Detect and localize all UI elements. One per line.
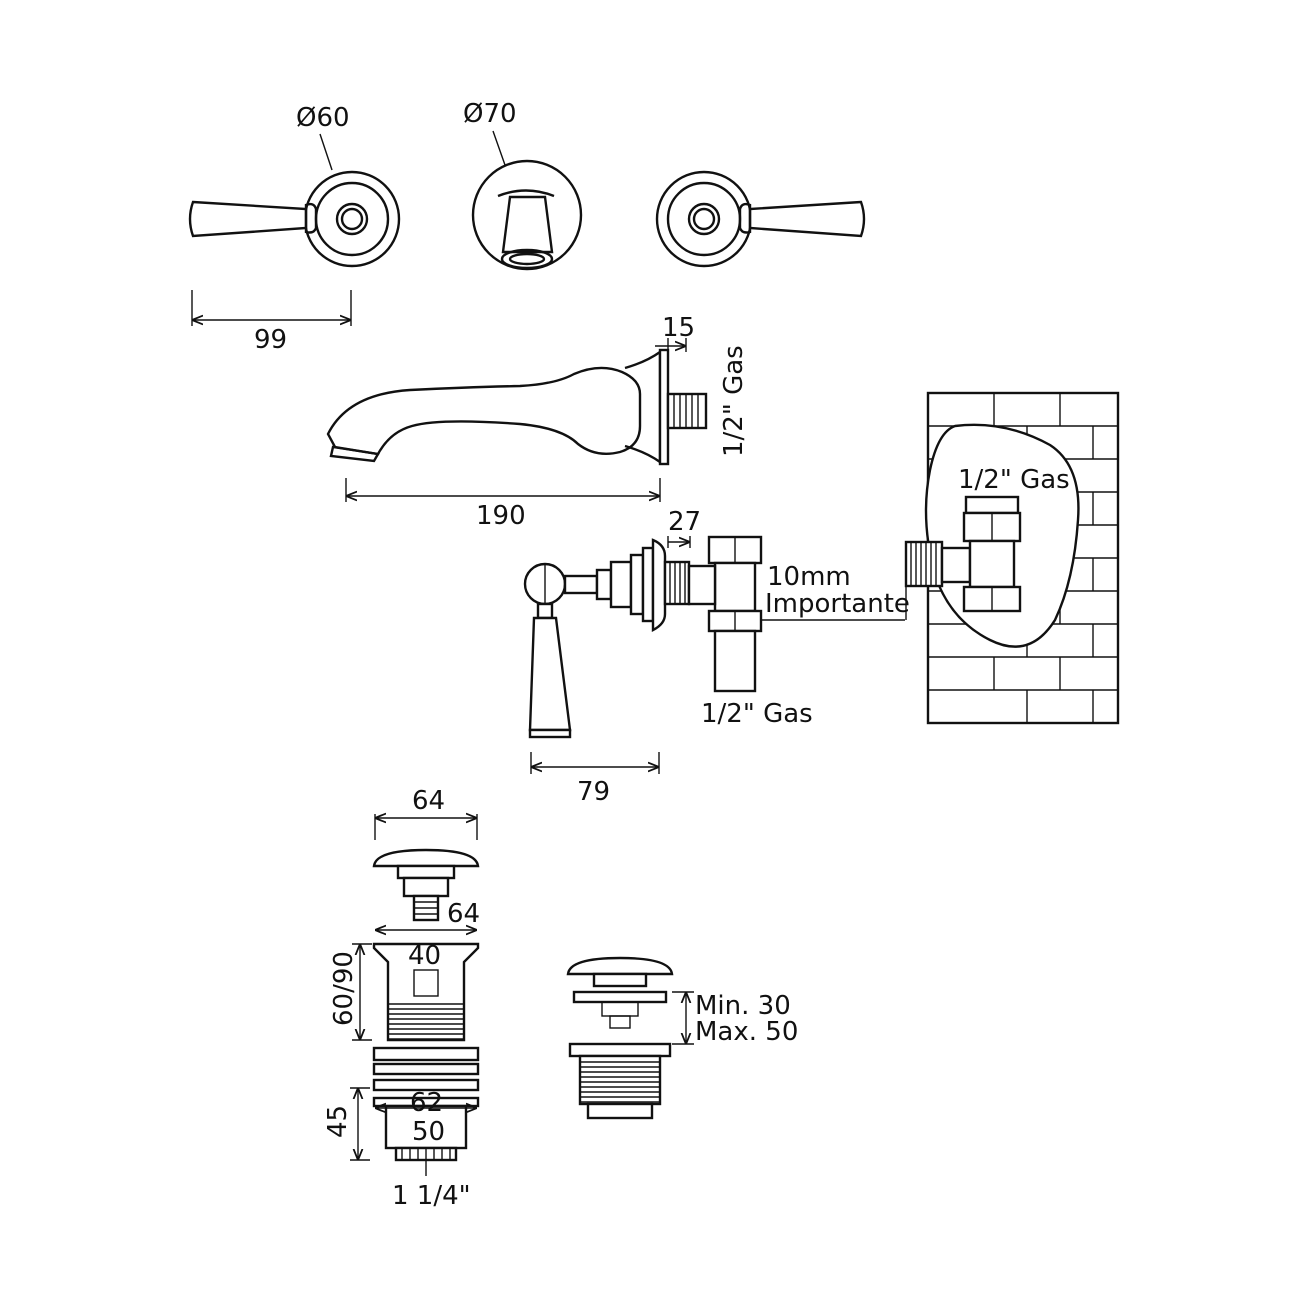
dim-spout-flange-label: 15 bbox=[662, 313, 695, 343]
right-handle-top-view bbox=[655, 170, 866, 268]
dim-cap-label: 64 bbox=[412, 786, 445, 816]
dim-10mm-label: 10mm bbox=[767, 562, 851, 592]
valve-thread-bottom-label: 1/2" Gas bbox=[701, 699, 813, 729]
dim-spout-length bbox=[345, 478, 661, 502]
min-label: Min. 30 bbox=[695, 991, 791, 1021]
dim-leader-handle-diameter bbox=[319, 133, 333, 171]
dim-nut-label: 62 bbox=[410, 1088, 443, 1118]
dim-nut-height-label: 45 bbox=[323, 1105, 353, 1138]
wall-thread-label: 1/2" Gas bbox=[958, 465, 1070, 495]
dim-spout-diameter-label: Ø70 bbox=[463, 99, 517, 129]
dim-nut-inner-label: 50 bbox=[412, 1117, 445, 1147]
dim-handle-diameter-label: Ø60 bbox=[296, 103, 350, 133]
importante-label: Importante bbox=[765, 589, 910, 619]
dim-valve-handle-label: 79 bbox=[577, 777, 610, 807]
spout-top-view bbox=[471, 159, 583, 271]
spout-side-view bbox=[326, 348, 708, 466]
dim-valve-flange bbox=[667, 536, 691, 548]
dim-body-top-label: 64 bbox=[447, 899, 480, 929]
waste-thread-label: 1 1/4" bbox=[392, 1181, 471, 1211]
dim-min-max bbox=[672, 991, 694, 1045]
waste-washers bbox=[372, 1046, 480, 1092]
dim-body-height bbox=[352, 943, 372, 1041]
waste-cap bbox=[372, 848, 480, 922]
dim-handle-width-label: 99 bbox=[254, 325, 287, 355]
valve-handle-side-view bbox=[523, 538, 691, 739]
dim-leader-spout-diameter bbox=[492, 130, 506, 166]
left-handle-top-view bbox=[188, 170, 401, 268]
dim-height-label: 60/90 bbox=[329, 951, 359, 1026]
dim-spout-length-label: 190 bbox=[476, 501, 526, 531]
tee-fitting bbox=[687, 535, 763, 693]
waste-assembled bbox=[566, 956, 674, 1120]
dim-cap-width bbox=[374, 814, 478, 840]
waste-body bbox=[372, 942, 480, 1042]
max-label: Max. 50 bbox=[695, 1017, 798, 1047]
dim-valve-flange-label: 27 bbox=[668, 507, 701, 537]
dim-handle-width bbox=[191, 290, 352, 326]
dim-nut-height bbox=[350, 1087, 370, 1161]
spout-thread-label: 1/2" Gas bbox=[719, 345, 749, 457]
dim-spout-flange bbox=[655, 338, 687, 352]
wall-valve-body bbox=[904, 495, 1022, 613]
dim-inner-label: 40 bbox=[408, 941, 441, 971]
dim-valve-handle bbox=[530, 752, 660, 774]
